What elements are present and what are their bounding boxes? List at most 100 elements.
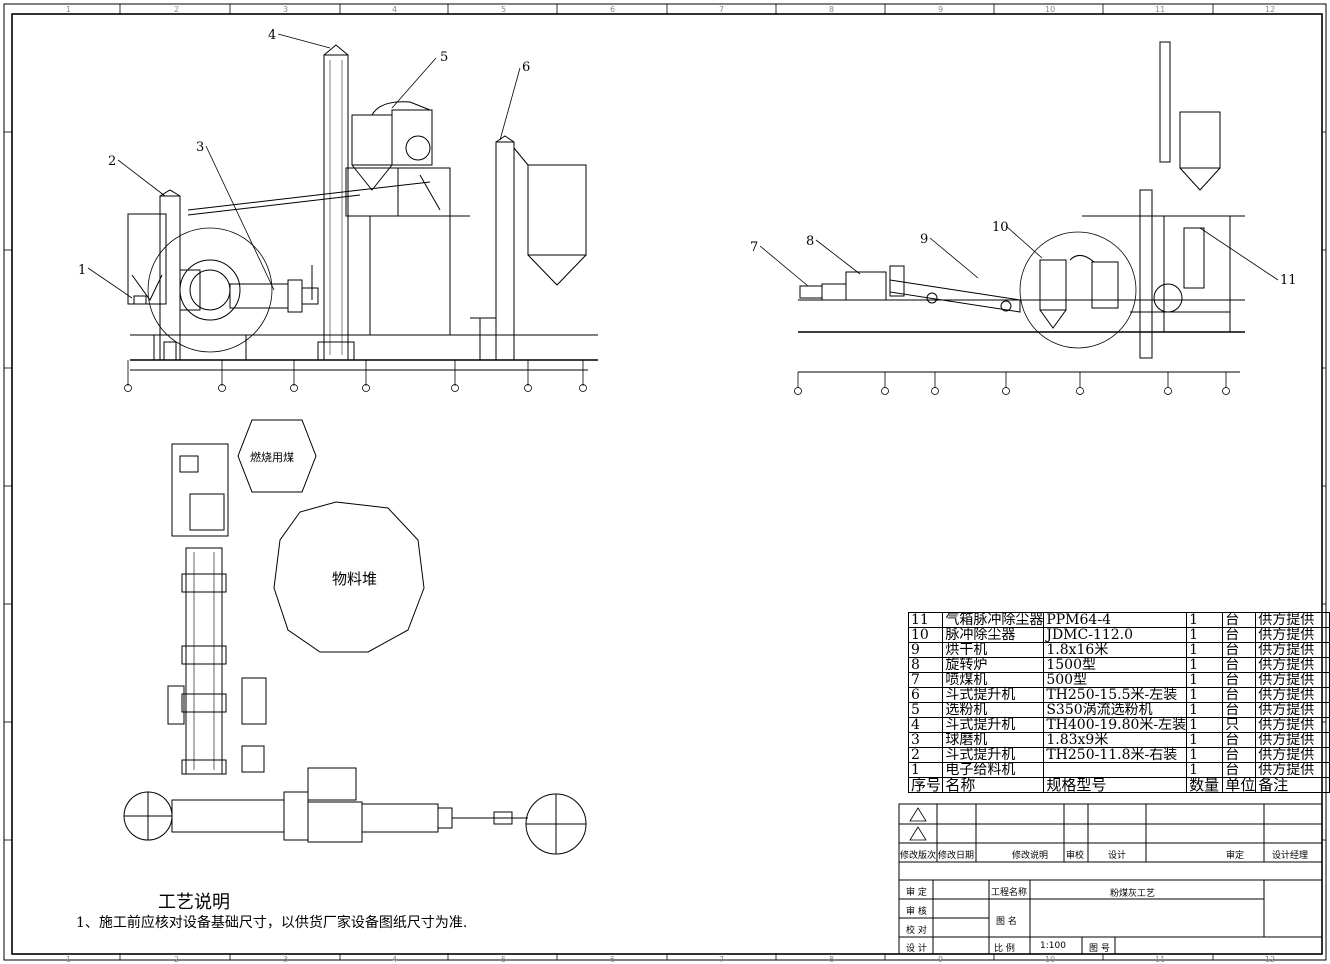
border-zone-numbers-bottom: 1 2 3 4 5 6 7 8 9 10 11 12 bbox=[66, 955, 1275, 964]
plan-view bbox=[123, 419, 587, 855]
process-notes-title: 工艺说明 bbox=[158, 892, 230, 913]
rev-design-manager: 设计经理 bbox=[1272, 851, 1309, 861]
rev-mod-desc: 修改说明 bbox=[1012, 851, 1049, 861]
zone-top-10: 10 bbox=[1045, 5, 1055, 14]
bom-name: 电子给料机 bbox=[942, 762, 1045, 778]
bom-spec: 1.83x9米 bbox=[1043, 732, 1188, 748]
callout-11: 11 bbox=[1280, 273, 1297, 288]
border-zone-numbers-top: 1 2 3 4 5 6 7 8 9 10 11 12 bbox=[66, 5, 1275, 14]
bom-spec: 500型 bbox=[1043, 672, 1188, 688]
tb-check: 审 核 bbox=[906, 907, 927, 917]
bom-header-remark: 备注 bbox=[1255, 777, 1330, 793]
tb-scale: 1:100 bbox=[1040, 941, 1066, 951]
tb-drawing-no-label: 图 号 bbox=[1089, 944, 1110, 954]
callout-7: 7 bbox=[750, 240, 758, 255]
callout-6: 6 bbox=[522, 60, 530, 75]
bom-remark: 供方提供 bbox=[1255, 702, 1330, 718]
zone-bottom-2: 2 bbox=[174, 955, 179, 964]
bom-name: 球磨机 bbox=[942, 732, 1045, 748]
zone-bottom-4: 4 bbox=[392, 955, 397, 964]
zone-top-4: 4 bbox=[392, 5, 397, 14]
drawing-frame bbox=[3, 3, 1327, 961]
rev-design: 设计 bbox=[1108, 851, 1127, 861]
zone-top-5: 5 bbox=[501, 5, 506, 14]
tb-project-name: 粉煤灰工艺 bbox=[1110, 889, 1156, 899]
bom-unit: 台 bbox=[1222, 702, 1257, 718]
callout-9: 9 bbox=[920, 232, 928, 247]
callout-8: 8 bbox=[806, 234, 814, 249]
zone-top-1: 1 bbox=[66, 5, 71, 14]
revision-triangles bbox=[909, 807, 927, 841]
zone-bottom-8: 8 bbox=[829, 955, 834, 964]
bom-qty: 1 bbox=[1186, 732, 1224, 748]
zone-bottom-6: 6 bbox=[610, 955, 615, 964]
callout-5: 5 bbox=[440, 50, 448, 65]
tb-project-name-label: 工程名称 bbox=[991, 888, 1028, 898]
bom-header-qty: 数量 bbox=[1186, 777, 1224, 793]
bom-unit: 台 bbox=[1222, 732, 1257, 748]
rev-approve: 审定 bbox=[1226, 851, 1245, 861]
zone-top-3: 3 bbox=[283, 5, 288, 14]
bom-name: 喷煤机 bbox=[942, 672, 1045, 688]
callout-3: 3 bbox=[196, 140, 204, 155]
callout-1: 1 bbox=[78, 263, 86, 278]
callouts-left: 1 2 3 4 5 6 bbox=[78, 28, 530, 299]
bom-spec: 1500型 bbox=[1043, 657, 1188, 673]
bom-remark: 供方提供 bbox=[1255, 657, 1330, 673]
rev-mod-date: 修改日期 bbox=[938, 851, 975, 861]
zone-top-2: 2 bbox=[174, 5, 179, 14]
elevation-view-left bbox=[124, 44, 598, 392]
bom-name: 旋转炉 bbox=[942, 657, 1045, 673]
bom-remark: 供方提供 bbox=[1255, 747, 1330, 763]
zone-bottom-10: 10 bbox=[1045, 955, 1055, 964]
bom-header-unit: 单位 bbox=[1222, 777, 1257, 793]
bom-qty: 1 bbox=[1186, 717, 1224, 733]
bom-header-name: 名称 bbox=[942, 777, 1045, 793]
elevation-view-right bbox=[794, 41, 1245, 395]
plan-labels: 燃烧用煤 物料堆 bbox=[250, 450, 377, 588]
process-note-1: 1、施工前应核对设备基础尺寸，以供货厂家设备图纸尺寸为准. bbox=[76, 915, 468, 931]
zone-bottom-5: 5 bbox=[501, 955, 506, 964]
label-material-pile: 物料堆 bbox=[332, 570, 377, 588]
zone-bottom-11: 11 bbox=[1155, 955, 1165, 964]
tb-approve: 审 定 bbox=[906, 888, 927, 898]
zone-top-9: 9 bbox=[938, 5, 943, 14]
zone-top-12: 12 bbox=[1265, 5, 1275, 14]
label-coal-for-burning: 燃烧用煤 bbox=[250, 450, 294, 464]
bom-remark: 供方提供 bbox=[1255, 627, 1330, 643]
zone-top-11: 11 bbox=[1155, 5, 1165, 14]
bom-unit: 台 bbox=[1222, 687, 1257, 703]
bom-header-no: 序号 bbox=[907, 777, 944, 793]
zone-bottom-1: 1 bbox=[66, 955, 71, 964]
zone-bottom-12: 12 bbox=[1265, 955, 1275, 964]
tb-design: 设 计 bbox=[906, 944, 927, 954]
bom-spec: JDMC-112.0 bbox=[1043, 627, 1188, 643]
bom-spec: 1.8x16米 bbox=[1043, 642, 1188, 658]
bom-header-row: 序号名称规格型号数量单位备注 bbox=[907, 777, 1330, 793]
rev-review: 审校 bbox=[1066, 851, 1085, 861]
tb-drawing-name-label: 图 名 bbox=[996, 917, 1017, 927]
zone-bottom-7: 7 bbox=[719, 955, 724, 964]
bom-unit: 台 bbox=[1222, 642, 1257, 658]
tb-proof: 校 对 bbox=[906, 926, 927, 936]
bom-name: 脉冲除尘器 bbox=[942, 627, 1045, 643]
zone-top-6: 6 bbox=[610, 5, 615, 14]
callout-10: 10 bbox=[992, 220, 1009, 235]
bom-remark: 供方提供 bbox=[1255, 672, 1330, 688]
zone-top-7: 7 bbox=[719, 5, 724, 14]
rev-mod-version: 修改版次 bbox=[900, 851, 937, 861]
zone-bottom-3: 3 bbox=[283, 955, 288, 964]
zone-top-8: 8 bbox=[829, 5, 834, 14]
callout-2: 2 bbox=[108, 154, 116, 169]
callouts-right: 7 8 9 10 11 bbox=[750, 220, 1297, 288]
